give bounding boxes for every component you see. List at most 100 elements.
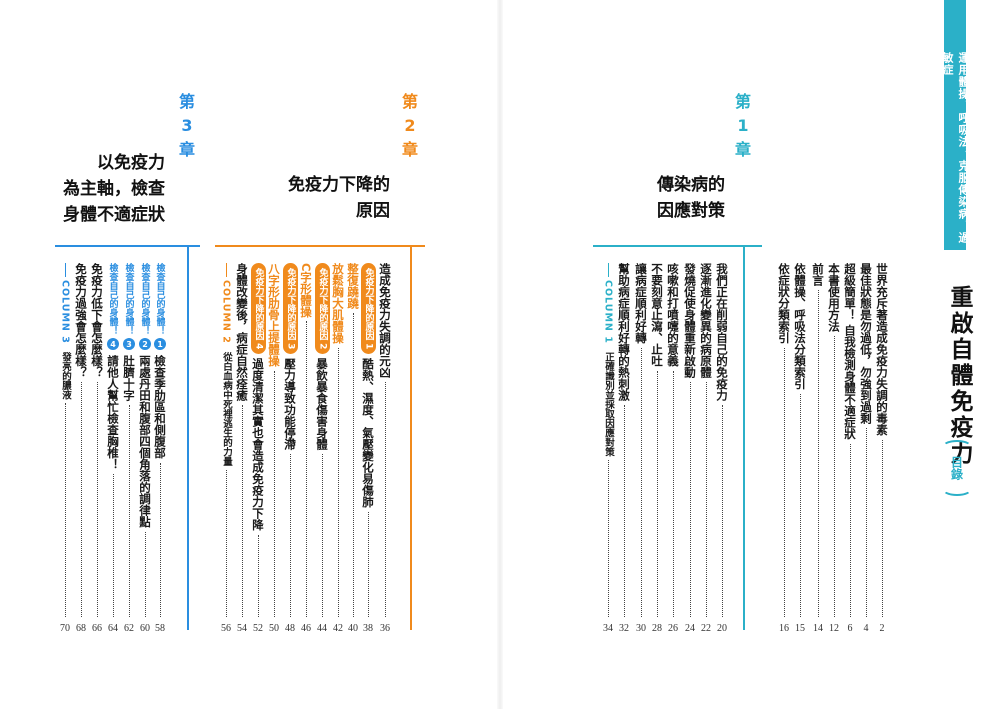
entry-title: 正確識別並採取因應對策 xyxy=(603,351,614,457)
dotted-leader xyxy=(783,347,785,617)
page-number: 48 xyxy=(285,623,295,634)
dotted-leader xyxy=(656,370,658,617)
page-number: 12 xyxy=(829,623,839,634)
column-rule xyxy=(64,263,66,277)
book-title: 重啟自體免疫力 xyxy=(946,285,972,467)
page-number: 70 xyxy=(60,623,70,634)
chapter-heading-char: 2 xyxy=(404,116,416,135)
toc-entry[interactable]: 依症狀分類索引 16 xyxy=(776,263,792,635)
page-number: 42 xyxy=(333,623,343,634)
arc-bottom-decoration xyxy=(942,482,972,496)
dotted-leader xyxy=(144,531,146,617)
step-number: 1 xyxy=(154,338,166,350)
dotted-leader xyxy=(305,321,307,617)
series-text: 運用體操、呼吸法，克服傳染病、過敏症 xyxy=(941,52,970,244)
dotted-leader xyxy=(705,382,707,617)
dotted-leader xyxy=(865,428,867,617)
chapter-heading-char: 3 xyxy=(181,116,193,135)
dotted-leader xyxy=(384,382,386,617)
page-number: 46 xyxy=(301,623,311,634)
toc-entry[interactable]: 免疫力低下會怎麼樣？66 xyxy=(89,263,105,635)
dotted-leader xyxy=(96,382,98,617)
chapter-heading-char: 章 xyxy=(178,140,195,159)
column-label: COLUMN 1 xyxy=(602,280,614,344)
entry-title: C字形體操 xyxy=(299,263,313,318)
toc-label: 目錄 xyxy=(949,456,964,480)
dotted-leader xyxy=(225,469,227,617)
chapter-heading-char: 章 xyxy=(734,140,751,159)
chapter-rule-horizontal xyxy=(55,245,200,247)
entry-title: 暴飲暴食傷害身體 xyxy=(315,358,329,451)
dotted-leader xyxy=(289,454,291,617)
chapter-title-line: 以免疫力 xyxy=(97,153,165,173)
chapter-title: 免疫力下降的原因 xyxy=(288,172,390,224)
entry-title: 肚臍十字 xyxy=(122,355,136,401)
chapter-title-line: 免疫力下降的 xyxy=(288,175,390,195)
dotted-leader xyxy=(689,382,691,617)
entry-title: 過度清潔其實也會造成免疫力下降 xyxy=(251,358,265,531)
page-number: 66 xyxy=(92,623,102,634)
entry-title: 身體改變後，病症自然痊癒 xyxy=(235,263,249,401)
dotted-leader xyxy=(881,439,883,617)
page-number: 50 xyxy=(269,623,279,634)
page-number: 2 xyxy=(879,623,885,634)
chapter-heading-char: 章 xyxy=(401,140,418,159)
dotted-leader xyxy=(721,405,723,617)
page-number: 62 xyxy=(124,623,134,634)
column-rule xyxy=(607,263,609,277)
page-number: 44 xyxy=(317,623,327,634)
dotted-leader xyxy=(128,405,130,617)
dotted-leader xyxy=(640,347,642,617)
chapter-badge: 免疫力下降的原因 1 xyxy=(360,263,376,355)
page-number: 68 xyxy=(76,623,86,634)
entry-title: 讓病症順利好轉 xyxy=(634,263,648,344)
dotted-leader xyxy=(273,370,275,617)
page-number: 38 xyxy=(363,623,373,634)
entry-title: 整復蹺蹺 xyxy=(346,263,360,309)
chapter-heading-char: 第 xyxy=(401,92,418,111)
chapter-title: 傳染病的因應對策 xyxy=(657,172,725,224)
dotted-leader xyxy=(80,382,82,617)
page-number: 52 xyxy=(253,623,263,634)
dotted-leader xyxy=(337,347,339,617)
chapter-title-line: 為主軸，檢查 xyxy=(63,179,165,199)
chapter-rule-horizontal xyxy=(593,245,762,247)
dotted-leader xyxy=(367,511,369,617)
page-number: 16 xyxy=(779,623,789,634)
dotted-leader xyxy=(849,443,851,617)
column-label: COLUMN 2 xyxy=(220,280,232,344)
chapter-rule-horizontal xyxy=(215,245,425,247)
entry-title: 依症狀分類索引 xyxy=(777,263,791,344)
toc-entry[interactable]: 免疫力過強會怎麼樣？68 xyxy=(73,263,89,635)
toc-entry[interactable]: C字形體操 46 xyxy=(298,263,314,635)
